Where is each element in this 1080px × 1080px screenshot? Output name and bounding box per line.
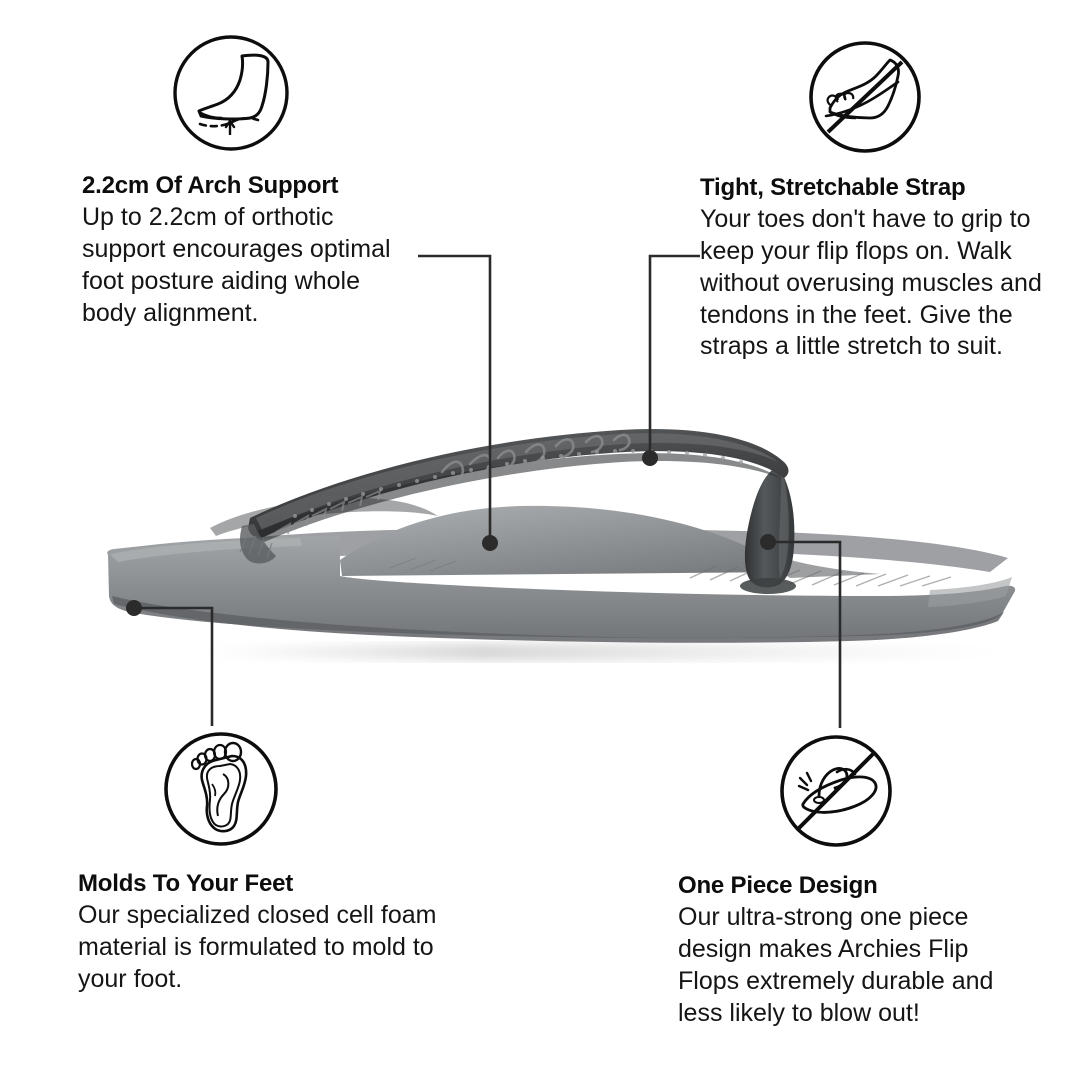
feature-body: Our specialized closed cell foam materia…	[78, 901, 437, 993]
feature-title: 2.2cm Of Arch Support	[82, 172, 339, 199]
product-image-flip-flop	[90, 400, 1020, 690]
feature-title: One Piece Design	[678, 872, 878, 899]
feature-arch-support: 2.2cm Of Arch Support Up to 2.2cm of ort…	[82, 32, 412, 329]
feature-molds-to-feet: Molds To Your Feet Our specialized close…	[78, 728, 478, 996]
footprint-icon	[160, 728, 282, 850]
feature-body: Your toes don't have to grip to keep you…	[700, 205, 1042, 361]
feature-body: Up to 2.2cm of orthotic support encourag…	[82, 203, 391, 327]
feature-body: Our ultra-strong one piece design makes …	[678, 903, 994, 1027]
feature-title: Tight, Stretchable Strap	[700, 174, 966, 201]
no-blowout-icon	[775, 730, 897, 852]
arch-support-hump	[340, 505, 790, 576]
feature-stretchable-strap: Tight, Stretchable Strap Your toes don't…	[700, 36, 1045, 363]
foot-arch-icon	[170, 32, 292, 154]
feature-one-piece-design: One Piece Design Our ultra-strong one pi…	[678, 730, 1008, 1029]
no-toe-grip-icon	[804, 36, 926, 158]
feature-title: Molds To Your Feet	[78, 870, 294, 897]
